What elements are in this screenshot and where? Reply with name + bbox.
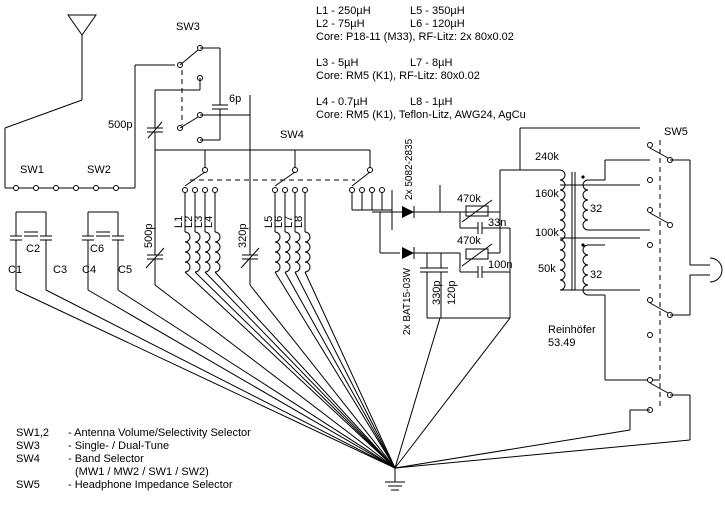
label-c4: C4 xyxy=(82,264,96,276)
note-l7: L7 - 8µH xyxy=(410,57,452,69)
label-l6: L6 xyxy=(273,216,285,228)
sw4-label: SW4 xyxy=(280,129,304,141)
label-diode-bat15: 2x BAT15-03W xyxy=(402,267,413,335)
label-160k: 160k xyxy=(535,188,559,200)
label-240k: 240k xyxy=(535,151,559,163)
note-core2: Core: RM5 (K1), RF-Litz: 80x0.02 xyxy=(316,70,480,82)
label-500p-top: 500p xyxy=(108,119,132,131)
sw1-label: SW1 xyxy=(20,164,44,176)
label-l5: L5 xyxy=(263,216,275,228)
label-100k: 100k xyxy=(535,227,559,239)
label-transformer-name: Reinhöfer xyxy=(548,324,596,336)
sw5-switch xyxy=(629,140,705,440)
legend-desc-3: - Band Selector xyxy=(68,453,144,465)
label-c6: C6 xyxy=(90,243,104,255)
legend-desc-4: (MW1 / MW2 / SW1 / SW2) xyxy=(75,466,209,478)
label-33n: 33n xyxy=(488,217,506,229)
note-l4: L4 - 0.7µH xyxy=(316,96,368,108)
label-l3: L3 xyxy=(193,216,205,228)
component-labels: C2 C6 C1 C3 C4 C5 500p 6p 500p 320p L1 L… xyxy=(8,93,602,349)
ground-fan-lines xyxy=(15,271,691,469)
label-l1: L1 xyxy=(173,216,185,228)
inductors-l5-l8 xyxy=(274,192,311,273)
legend-key-3: SW4 xyxy=(16,453,40,465)
sw2-label: SW2 xyxy=(87,164,111,176)
legend-desc-1: - Antenna Volume/Selectivity Selector xyxy=(68,427,251,439)
note-l1: L1 - 250µH xyxy=(316,5,371,17)
label-l4: L4 xyxy=(203,216,215,228)
label-c1: C1 xyxy=(8,264,22,276)
sw1-sw2-contacts xyxy=(12,64,175,191)
legend-desc-2: - Single- / Dual-Tune xyxy=(68,440,169,452)
label-6p: 6p xyxy=(229,93,241,105)
capacitor-bank xyxy=(10,211,124,290)
label-320p: 320p xyxy=(237,224,249,248)
label-diode-5082: 2x 5082-2835 xyxy=(404,138,415,200)
antenna-symbol xyxy=(4,14,97,189)
legend-desc-5: - Headphone Impedance Selector xyxy=(68,479,233,491)
label-l2: L2 xyxy=(183,216,195,228)
legend-key-2: SW3 xyxy=(16,440,40,452)
label-l7: L7 xyxy=(283,216,295,228)
note-l3: L3 - 5µH xyxy=(316,57,358,69)
note-core1: Core: P18-11 (M33), RF-Litz: 2x 80x0.02 xyxy=(316,31,514,43)
label-120p: 120p xyxy=(446,281,458,305)
sw3-label: SW3 xyxy=(176,21,200,33)
audio-transformer xyxy=(519,127,660,381)
tuning-capacitors xyxy=(145,95,260,285)
label-50k: 50k xyxy=(538,263,556,275)
note-l8: L8 - 1µH xyxy=(410,96,452,108)
label-470k-b: 470k xyxy=(457,235,481,247)
label-470k-a: 470k xyxy=(457,193,481,205)
ground-symbol xyxy=(385,468,405,491)
label-32-b: 32 xyxy=(590,269,602,281)
inductor-notes: L1 - 250µH L5 - 350µH L2 - 75µH L6 - 120… xyxy=(316,5,526,121)
label-32-a: 32 xyxy=(590,203,602,215)
sw5-label: SW5 xyxy=(664,126,688,138)
sw4-switch xyxy=(182,150,392,211)
label-c2: C2 xyxy=(26,243,40,255)
legend: SW1,2 - Antenna Volume/Selectivity Selec… xyxy=(16,427,251,491)
detector-section xyxy=(372,169,520,319)
label-l8: L8 xyxy=(293,216,305,228)
legend-key-1: SW1,2 xyxy=(16,427,49,439)
inductors-l1-l4 xyxy=(184,192,221,273)
label-transformer-num: 53.49 xyxy=(548,337,576,349)
note-l2: L2 - 75µH xyxy=(316,18,365,30)
note-l6: L6 - 120µH xyxy=(410,18,465,30)
label-330p: 330p xyxy=(431,281,443,305)
label-500p-left: 500p xyxy=(143,224,155,248)
note-core3: Core: RM5 (K1), Teflon-Litz, AWG24, AgCu xyxy=(316,109,526,121)
note-l5: L5 - 350µH xyxy=(410,5,465,17)
sw3-switch xyxy=(147,45,370,151)
switch-labels: SW1 SW2 SW3 SW4 SW5 xyxy=(20,21,688,176)
label-c5: C5 xyxy=(118,264,132,276)
label-100n: 100n xyxy=(488,259,512,271)
legend-key-5: SW5 xyxy=(16,479,40,491)
headphone-jack xyxy=(705,257,723,283)
label-c3: C3 xyxy=(53,264,67,276)
